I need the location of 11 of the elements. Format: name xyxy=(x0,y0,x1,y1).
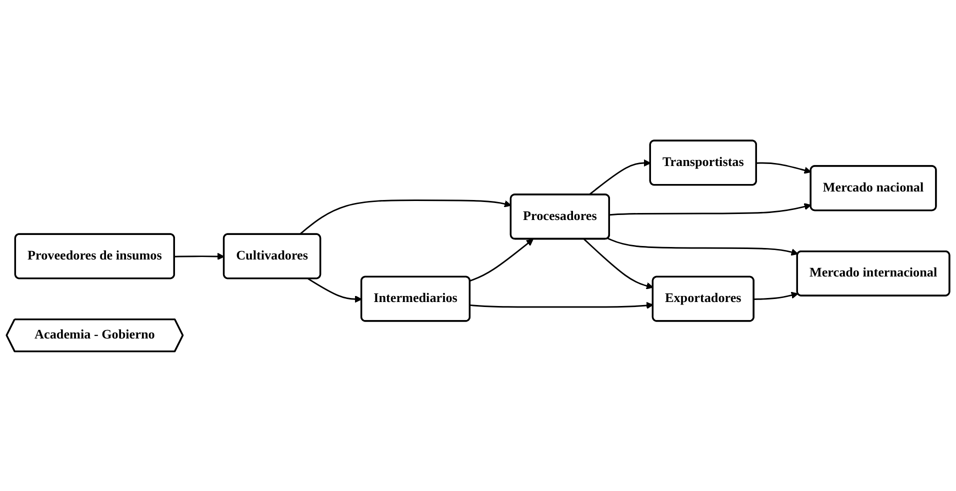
arrow xyxy=(470,301,654,309)
arrow xyxy=(584,238,654,289)
arrow xyxy=(174,252,224,260)
arrow xyxy=(754,291,798,300)
arrow xyxy=(588,158,651,196)
arrow xyxy=(470,238,534,282)
arrow xyxy=(299,199,512,235)
arrow xyxy=(308,278,362,302)
arrow xyxy=(608,237,798,256)
arrow xyxy=(610,202,812,216)
arrow xyxy=(756,162,812,174)
